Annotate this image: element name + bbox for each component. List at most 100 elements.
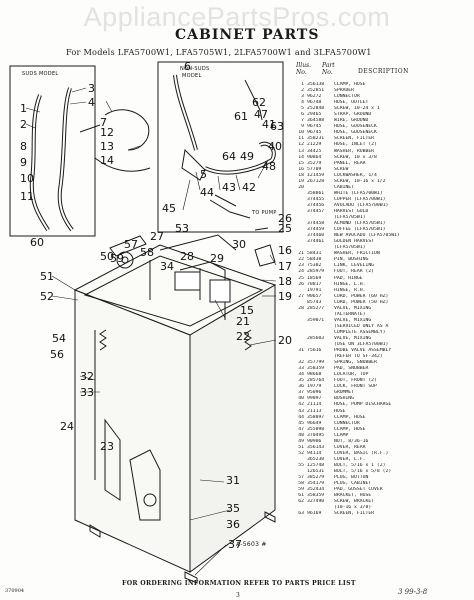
callout-60: 60 bbox=[30, 236, 44, 249]
parts-row-part-number: 21229 bbox=[307, 142, 322, 148]
parts-row-description: PAD, HINGE bbox=[334, 275, 363, 281]
parts-row-ref: 9 bbox=[301, 124, 304, 130]
callout-16: 16 bbox=[278, 244, 292, 257]
figure-code: A-5603 # bbox=[236, 541, 267, 548]
callout-47: 47 bbox=[254, 108, 268, 121]
parts-row-ref: 1 bbox=[301, 82, 304, 87]
parts-row-part-number: 96649 bbox=[307, 420, 322, 426]
parts-row-part-number: 374460 bbox=[307, 233, 325, 239]
parts-row-ref: 48 bbox=[298, 432, 304, 438]
callout-45: 45 bbox=[162, 202, 176, 215]
callout-62: 62 bbox=[252, 96, 266, 109]
callout-36: 36 bbox=[226, 518, 240, 531]
parts-row-part-number: 352434 bbox=[307, 487, 325, 493]
callout-48: 48 bbox=[262, 160, 276, 173]
parts-row-description: COPPER (LFA5700W1) bbox=[334, 196, 386, 202]
parts-row-ref: 31 bbox=[298, 348, 304, 354]
parts-row: (LFA5705W1) bbox=[290, 245, 470, 251]
parts-row-description: SCREEN, FILTER bbox=[334, 136, 375, 142]
parts-row-ref: 44 bbox=[298, 414, 304, 420]
parts-row-part-number: 358097 bbox=[307, 414, 325, 420]
parts-row-part-number: 96272 bbox=[307, 94, 322, 100]
callout-49: 49 bbox=[240, 150, 254, 163]
parts-row-part-number: 359071 bbox=[307, 317, 325, 323]
parts-row-ref: 34 bbox=[298, 372, 304, 378]
non-suds-model-label-1: NON-SUDS bbox=[180, 66, 209, 72]
callout-26: 26 bbox=[278, 212, 292, 225]
callout-7: 7 bbox=[100, 116, 107, 129]
callout-35: 35 bbox=[226, 502, 240, 515]
parts-row-description: BOLT, 5/16 x 1 (2) bbox=[334, 462, 386, 468]
parts-row-description: HINGE, R.H. bbox=[334, 287, 366, 293]
callout-27: 27 bbox=[150, 230, 164, 243]
callout-28: 28 bbox=[180, 250, 194, 263]
parts-row-description: SCREW bbox=[334, 166, 349, 172]
callout-23: 23 bbox=[100, 440, 114, 453]
parts-row-description: LOCK, FRONT SOP bbox=[334, 384, 377, 390]
parts-row-description: HOSE, INLET (2) bbox=[334, 142, 377, 148]
parts-row-part-number: 90657 bbox=[307, 293, 322, 299]
parts-row-part-number: 385279 bbox=[307, 475, 325, 481]
callout-11: 11 bbox=[20, 190, 34, 203]
parts-row-part-number: 18569 bbox=[307, 275, 322, 281]
parts-row-part-number: 125748 bbox=[307, 462, 325, 468]
parts-row-description: SCREW, 10-24 x 1 bbox=[334, 106, 380, 112]
parts-row-part-number: 19791 bbox=[307, 287, 322, 293]
page-title: CABINET PARTS bbox=[175, 27, 320, 43]
parts-row-part-number: 96169 bbox=[307, 511, 322, 517]
parts-row-description: CONNECTOR bbox=[334, 420, 360, 426]
parts-row-ref: 27 bbox=[298, 293, 304, 299]
parts-row-part-number: 358359 bbox=[307, 493, 325, 499]
callout-63: 63 bbox=[270, 120, 284, 133]
parts-row-description: SCREW, 10-16 x 1/2 bbox=[334, 178, 386, 184]
callout-19: 19 bbox=[278, 290, 292, 303]
parts-row-part-number: 370495 bbox=[307, 432, 325, 438]
parts-row-ref: 40 bbox=[298, 396, 304, 402]
parts-row-description: (REFER TO SF-342) bbox=[334, 354, 383, 360]
parts-row-part-number: 90906 bbox=[307, 438, 322, 444]
callout-numbers: 1234567891011121314151617181920212223242… bbox=[20, 60, 292, 551]
handwritten-mark: 3 99-3-8 bbox=[398, 588, 428, 596]
parts-row: (USE ON 3LFA5700W1) bbox=[290, 342, 470, 348]
parts-row: (REFER TO SF-342) bbox=[290, 354, 470, 360]
callout-42: 42 bbox=[242, 181, 256, 194]
parts-row-part-number: 121459 bbox=[307, 172, 325, 178]
parts-row-ref: 22 bbox=[298, 257, 304, 263]
parts-row-part-number: 35279 bbox=[307, 160, 322, 166]
parts-row-part-number: 58431 bbox=[307, 251, 322, 257]
parts-row-ref: 3 bbox=[301, 94, 304, 100]
parts-row-part-number: 374458 bbox=[307, 221, 325, 227]
parts-row-part-number: 252848 bbox=[307, 106, 325, 112]
parts-row-description: SPRING, SNUBBER bbox=[334, 360, 377, 366]
parts-row: (LFA5705W1) bbox=[290, 215, 470, 221]
parts-row-part-number: 327490 bbox=[307, 499, 325, 505]
parts-row-part-number: 354179 bbox=[307, 481, 325, 487]
parts-row-description: (10-16 x 3/8) bbox=[334, 505, 372, 511]
parts-row-ref: 58 bbox=[298, 481, 304, 487]
callout-50: 50 bbox=[100, 250, 114, 263]
parts-row: COMPLETE ASSEMBLY) bbox=[290, 330, 470, 336]
parts-row-part-number: 285277 bbox=[307, 305, 325, 311]
parts-row-part-number: 75616 bbox=[307, 348, 322, 354]
